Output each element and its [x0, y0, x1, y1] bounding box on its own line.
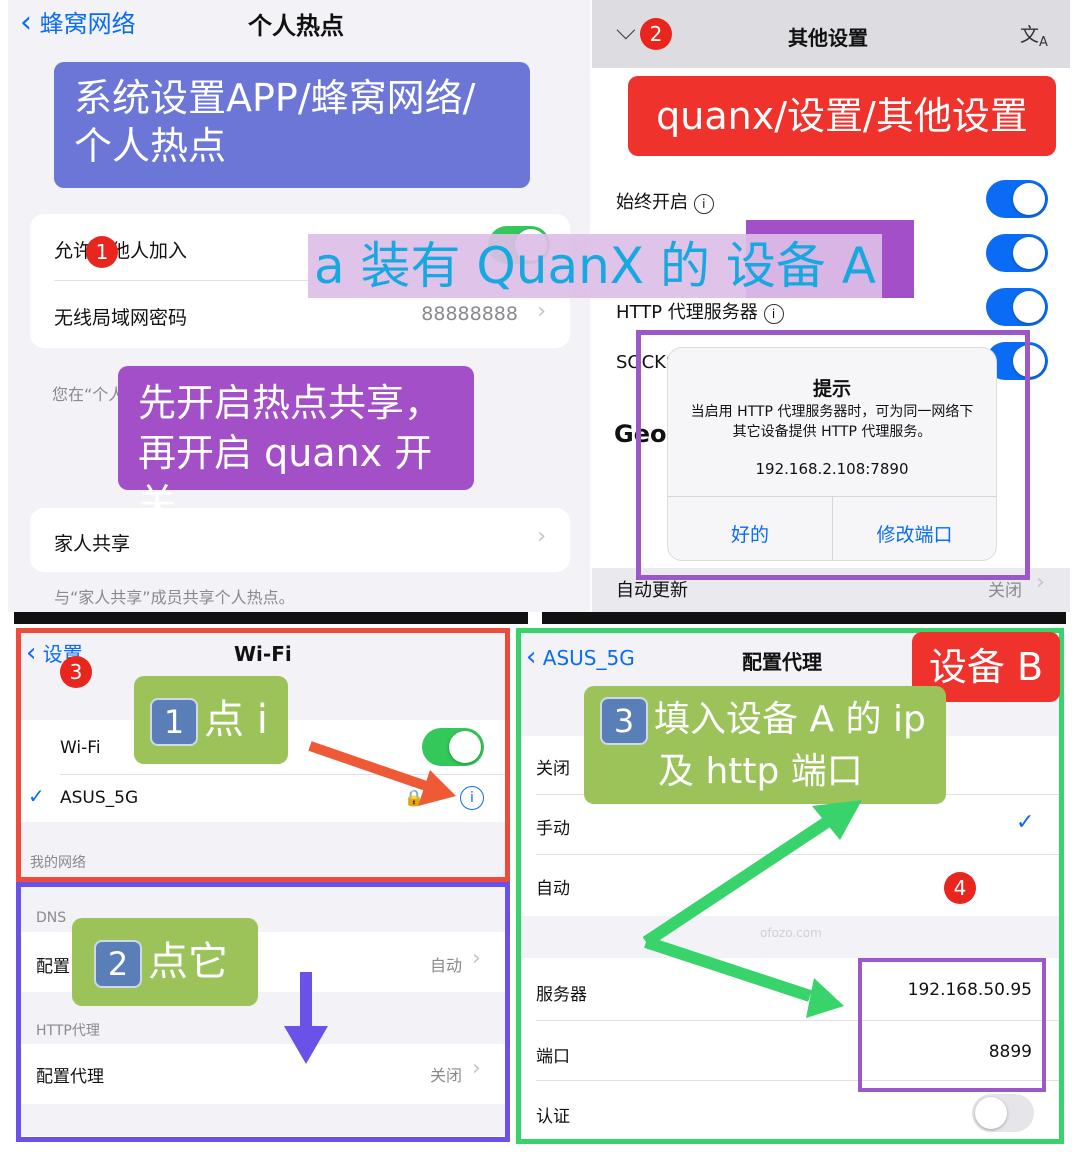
banner-quanx-path: quanx/设置/其他设置: [628, 76, 1056, 156]
alert-change-port-button[interactable]: 修改端口: [876, 524, 953, 546]
family-sharing-label: 家人共享: [54, 533, 131, 555]
chevron-right-icon: ›: [1036, 570, 1045, 595]
info-icon: i: [693, 194, 714, 214]
alert-message: 当启用 HTTP 代理服务器时，可为同一网络下其它设备提供 HTTP 代理服务。: [690, 404, 974, 440]
dns-config-value: 自动: [430, 956, 463, 975]
proxy-off-option[interactable]: 关闭: [536, 759, 570, 779]
auto-update-value: 关闭: [988, 581, 1022, 601]
dns-header: DNS: [36, 910, 67, 926]
http-proxy-label: HTTP 代理服务器 i: [616, 298, 784, 324]
chevron-left-icon: ‹: [26, 638, 37, 668]
proxy-back-button[interactable]: ‹ ASUS_5G: [526, 642, 635, 672]
wifi-password-row[interactable]: 无线局域网密码 88888888 ›: [30, 281, 570, 348]
second-toggle[interactable]: [986, 234, 1048, 272]
checkmark-icon: ✓: [28, 784, 45, 808]
back-button[interactable]: ‹ 蜂窝网络: [20, 4, 136, 40]
proxy-title: 配置代理: [742, 650, 822, 674]
port-value[interactable]: 8899: [988, 1042, 1032, 1062]
badge-step-2: 2: [640, 18, 672, 50]
frame-dialog: [636, 330, 1030, 580]
wifi-password-value: 88888888: [421, 303, 518, 325]
banner-device-a: a 装有 QuanX 的 设备 A: [308, 234, 882, 298]
network-name[interactable]: ASUS_5G: [60, 788, 139, 808]
alert-ok-button[interactable]: 好的: [730, 524, 769, 546]
server-label: 服务器: [536, 985, 587, 1005]
always-on-label: 始终开启 i: [616, 188, 714, 214]
chevron-right-icon: ›: [472, 946, 481, 971]
port-label: 端口: [536, 1047, 570, 1067]
frame-proxy-config: [516, 628, 1064, 1144]
back-label: 蜂窝网络: [39, 10, 136, 38]
proxy-manual-option[interactable]: 手动: [536, 819, 570, 839]
config-proxy-value: 关闭: [430, 1066, 463, 1085]
chevron-left-icon: ‹: [20, 5, 32, 40]
my-networks-header: 我的网络: [30, 855, 86, 871]
arrow-down-to-proxy: [284, 972, 328, 1064]
proxy-back-label: ASUS_5G: [542, 646, 635, 670]
auth-toggle[interactable]: [972, 1094, 1034, 1132]
chevron-right-icon: ›: [537, 299, 546, 324]
http-proxy-header: HTTP代理: [36, 1023, 100, 1039]
family-note: 与“家人共享”成员共享个人热点。: [54, 588, 295, 607]
chevron-left-icon: ‹: [526, 642, 537, 672]
dns-config-label: 配置: [36, 957, 70, 977]
translate-icon[interactable]: 文A: [1020, 24, 1048, 50]
checkmark-icon: ✓: [1016, 810, 1035, 835]
arrow-to-info-icon: [308, 741, 456, 806]
wifi-password-label: 无线局域网密码: [54, 307, 188, 329]
frame-dns-proxy: [16, 882, 510, 1142]
lock-icon: 🔒: [404, 788, 424, 807]
config-proxy-label: 配置代理: [36, 1067, 104, 1087]
arrow-to-server: [644, 936, 844, 1018]
badge-step-3: 3: [60, 656, 92, 688]
badge-step-1: 1: [86, 236, 118, 268]
chevron-right-icon: ›: [472, 1056, 481, 1081]
badge-step-4: 4: [944, 872, 976, 904]
chevron-right-icon: ›: [537, 524, 546, 549]
arrow-to-banner: [642, 800, 862, 948]
alert-dialog: 提示 当启用 HTTP 代理服务器时，可为同一网络下其它设备提供 HTTP 代理…: [668, 348, 996, 560]
black-strip: [542, 612, 1066, 624]
auth-label: 认证: [536, 1107, 570, 1127]
info-icon: i: [763, 304, 784, 324]
http-proxy-toggle[interactable]: [986, 288, 1048, 326]
alert-ip: 192.168.2.108:7890: [755, 460, 909, 478]
banner-hotspot-path: 系统设置APP/蜂窝网络/ 个人热点: [54, 62, 530, 188]
quanx-title: 其他设置: [788, 26, 868, 50]
watermark: ofozo.com: [760, 926, 822, 940]
alert-title: 提示: [812, 378, 851, 400]
info-icon[interactable]: i: [460, 786, 484, 810]
frame-wifi: [16, 628, 510, 882]
proxy-auto-option[interactable]: 自动: [536, 879, 570, 899]
wifi-title: Wi-Fi: [234, 642, 292, 666]
wifi-toggle[interactable]: [422, 728, 484, 766]
socks-label: SOCKS: [616, 352, 678, 373]
wifi-label: Wi-Fi: [60, 738, 101, 758]
black-strip: [14, 612, 528, 624]
server-value[interactable]: 192.168.50.95: [907, 980, 1032, 1000]
config-proxy-row[interactable]: [18, 1044, 506, 1104]
page-title: 个人热点: [248, 12, 344, 40]
frame-server-port: [858, 958, 1046, 1092]
banner-enable-hotspot: 先开启热点共享， 再开启 quanx 开关: [118, 366, 474, 525]
always-on-toggle[interactable]: [986, 180, 1048, 218]
chevron-down-icon[interactable]: ⌵: [616, 16, 636, 46]
family-sharing-card[interactable]: 家人共享 ›: [30, 508, 570, 572]
auto-update-label: 自动更新: [616, 580, 688, 601]
